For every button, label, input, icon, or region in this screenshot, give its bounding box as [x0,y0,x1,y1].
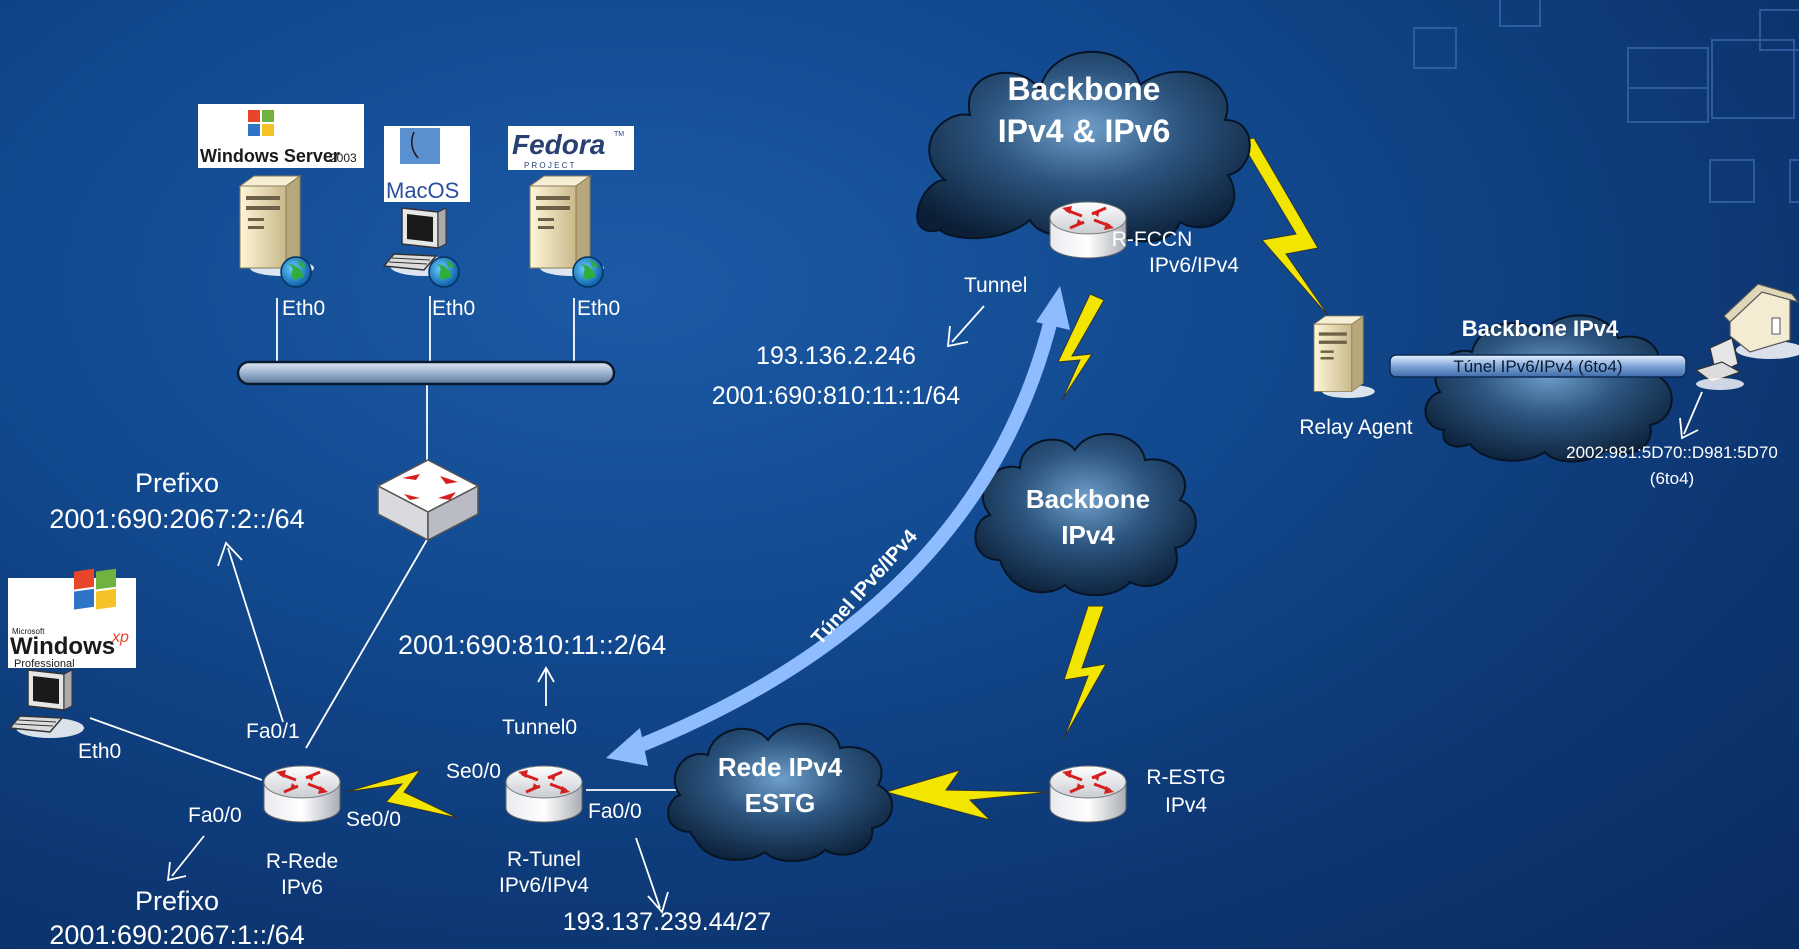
router-r-rede [262,764,342,824]
interface-tunnel0: Tunnel0 [502,716,577,739]
sixto4-address: 2002:981:5D70::D981:5D70 [1566,443,1778,462]
eth0-label-mac: Eth0 [432,297,475,320]
svg-text:Windows: Windows [10,633,115,660]
svg-text:MacOS: MacOS [386,178,459,203]
pointer-arrows [166,305,1703,914]
prefix-2-value: 2001:690:2067:2::/64 [49,504,304,534]
cloud-rede-estg-line1: Rede IPv4 [718,752,843,782]
house-icon [1723,283,1799,359]
tunnel-arc-arrow [606,286,1070,766]
cloud-backbone-ipv4-line2: IPv4 [1061,520,1115,550]
router-r-tunel-type: IPv6/IPv4 [499,874,589,897]
xp-workstation-icon [9,669,85,739]
bolt-backbone-relay [1239,137,1331,319]
serial-links [345,137,1331,821]
cloud-backbone-dual-line2: IPv4 & IPv6 [998,113,1171,149]
bolt-backbone-restg [1063,605,1107,739]
windows-xp-logo: Microsoft Windows xp Professional [8,568,136,670]
cloud-backbone-dual-line1: Backbone [1008,71,1161,107]
interface-se00-tunel: Se0/0 [446,760,501,783]
tunnel-6to4-label: Túnel IPv6/IPv4 (6to4) [1453,357,1622,376]
bolt-estg-restg [884,769,1051,821]
router-r-estg-type: IPv4 [1165,794,1207,817]
svg-text:P R O J E C T: P R O J E C T [524,161,574,170]
interface-fa00-tunel: Fa0/0 [588,800,642,823]
estg-ipv4-address: 193.137.239.44/27 [563,908,772,936]
switch-icon [376,459,480,542]
links [89,296,680,791]
svg-text:xp: xp [111,629,129,646]
svg-text:Fedora: Fedora [512,129,605,160]
bolt-fccn-backbone [1057,293,1105,401]
prefix-1-title: Prefixo [135,886,219,916]
relay-agent-server-icon [1313,315,1376,399]
cloud-backbone-right-label: Backbone IPv4 [1462,316,1619,341]
router-r-fccn-type: IPv6/IPv4 [1149,254,1239,277]
eth0-label-fedora: Eth0 [577,297,620,320]
router-r-fccn-name: R-FCCN [1112,228,1192,251]
svg-text:TM: TM [614,131,624,138]
tunnel0-address: 2001:690:810:11::2/64 [398,630,666,660]
svg-text:Professional: Professional [14,658,75,670]
link-xp-rrede [89,717,263,781]
router-r-rede-type: IPv6 [281,876,323,899]
laptop-icon [1694,337,1744,390]
router-r-tunel [504,764,584,824]
cloud-rede-estg [667,722,894,863]
ethernet-bus [236,360,616,386]
windows-server-logo: Windows Server 2003 [198,104,364,168]
interface-fa00-rede: Fa0/0 [188,804,242,827]
cloud-rede-estg-line2: ESTG [745,788,816,818]
tunnel-word-label: Tunnel [964,274,1027,297]
background-squares [1413,0,1799,203]
bolt-rrede-rtunel [345,769,459,819]
svg-text:2003: 2003 [330,151,357,165]
macos-logo: MacOS [384,126,470,203]
fedora-logo: Fedora TM P R O J E C T [508,126,634,170]
router-r-rede-name: R-Rede [266,850,338,873]
link-switch-rrede [305,537,429,749]
prefix-2-title: Prefixo [135,468,219,498]
sixto4-tag: (6to4) [1650,469,1694,488]
tunnel-6to4-pipe [1389,354,1687,378]
svg-text:Microsoft: Microsoft [12,627,45,636]
router-r-estg [1048,764,1128,824]
fccn-ipv4-address: 193.136.2.246 [756,342,916,370]
prefix-1-value: 2001:690:2067:1::/64 [49,920,304,949]
router-r-estg-name: R-ESTG [1146,766,1225,789]
eth0-label-win2003: Eth0 [282,297,325,320]
router-r-tunel-name: R-Tunel [507,848,581,871]
eth0-label-xp: Eth0 [78,740,121,763]
interface-se00-rede: Se0/0 [346,808,401,831]
fccn-ipv6-address: 2001:690:810:11::1/64 [712,382,960,410]
relay-agent-label: Relay Agent [1299,416,1412,439]
windows-server-logo-text: Windows Server [200,146,340,166]
cloud-backbone-ipv4 [974,433,1197,597]
cloud-backbone-ipv4-line1: Backbone [1026,484,1150,514]
interface-fa01: Fa0/1 [246,720,300,743]
